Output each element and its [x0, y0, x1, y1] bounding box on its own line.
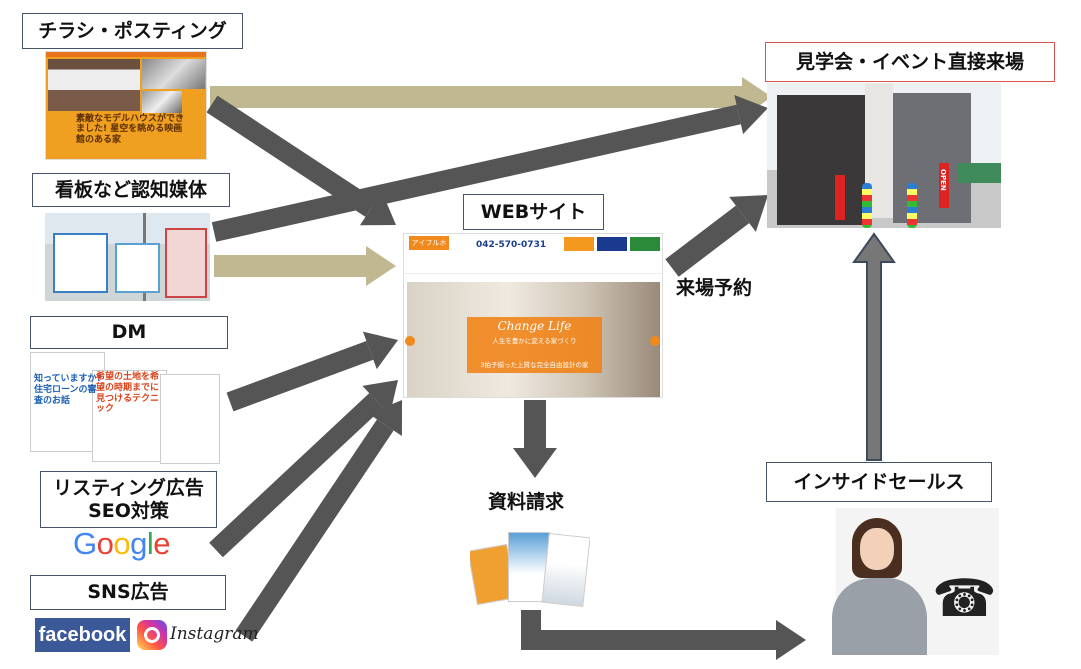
- instagram-logo-text: Instagram: [170, 624, 259, 644]
- arrow-inside-sales-to-visit: [852, 232, 896, 461]
- hero-title: Change Life: [497, 319, 572, 333]
- label-text: WEBサイト: [480, 200, 587, 223]
- flyer-headline: 素敵なモデルハウスができました! 星空を眺める映画館のある家: [76, 114, 185, 145]
- arrow-flyer-to-visit: [210, 77, 772, 117]
- hero-banner: Change Life 人生を豊かに変える家づくり 3拍子揃った上質な完全自由設…: [467, 317, 602, 373]
- label-sns: SNS広告: [30, 575, 226, 610]
- flyer-image: 素敵なモデルハウスができました! 星空を眺める映画館のある家: [45, 51, 207, 160]
- label-text: 見学会・イベント直接来場: [795, 50, 1024, 73]
- website-phone: 042-570-0731: [476, 240, 547, 250]
- arrow-website-to-visit: [665, 195, 768, 277]
- label-listing-seo: リスティング広告 SEO対策: [40, 471, 217, 528]
- google-logo-letter: G: [73, 526, 97, 561]
- google-logo-letter: e: [153, 526, 171, 561]
- label-text: チラシ・ポスティング: [38, 19, 227, 42]
- carousel-next-icon: [650, 336, 660, 346]
- hero-subtitle: 人生を豊かに変える家づくり: [492, 337, 577, 345]
- telephone-icon: ☎: [932, 569, 997, 629]
- label-text: インサイドセールス: [793, 470, 965, 493]
- label-inside-sales: インサイドセールス: [766, 462, 992, 502]
- arrow-flyer-to-website: [206, 95, 396, 226]
- website-header-button: [630, 237, 660, 251]
- label-signboard: 看板など認知媒体: [32, 173, 230, 207]
- website-header-button: [597, 237, 627, 251]
- label-dm: DM: [30, 316, 228, 349]
- website-screenshot: アイフルホーム 042-570-0731 Change Life 人生を豊かに変…: [403, 233, 663, 398]
- google-logo-letter: l: [146, 526, 154, 561]
- label-text: 看板など認知媒体: [54, 178, 207, 201]
- carousel-prev-icon: [405, 336, 415, 346]
- website-logo: アイフルホーム: [409, 236, 449, 261]
- instagram-icon: [137, 620, 167, 650]
- google-logo-letter: o: [96, 526, 114, 561]
- open-flag-text: OPEN: [939, 169, 947, 191]
- signboard-image: [45, 213, 210, 301]
- label-text-line2: SEO対策: [88, 499, 169, 522]
- model-house-photo: OPEN: [767, 83, 1001, 228]
- brochures-image: [470, 527, 590, 612]
- visit-reservation-label: 来場予約: [676, 277, 753, 299]
- arrow-signboard-to-website: [214, 246, 396, 286]
- website-header-button: [564, 237, 594, 251]
- facebook-logo: facebook: [35, 618, 130, 652]
- arrow-dm-to-website: [226, 331, 398, 412]
- label-website: WEBサイト: [463, 194, 604, 230]
- facebook-logo-text: facebook: [38, 623, 127, 646]
- dm-text-1: 知っていますか? 住宅ローンの審査のお話: [34, 374, 102, 406]
- arrow-document-to-inside-sales: [521, 610, 806, 660]
- google-logo-letter: o: [113, 526, 131, 561]
- arrow-signboard-to-visit: [211, 95, 768, 242]
- dm-text-2: 希望の土地を希望の時期までに見つけるテクニック: [96, 372, 160, 415]
- arrow-website-to-document-request: [513, 400, 557, 478]
- label-flyer-posting: チラシ・ポスティング: [22, 13, 243, 49]
- hero-caption: 3拍子揃った上質な完全自由設計の家: [480, 361, 589, 369]
- dm-image: 知っていますか? 住宅ローンの審査のお話 希望の土地を希望の時期までに見つけるテ…: [30, 352, 222, 465]
- google-logo-letter: g: [130, 526, 147, 561]
- inside-sales-photo: ☎: [827, 508, 999, 655]
- label-text: DM: [111, 321, 147, 344]
- label-text: SNS広告: [87, 581, 169, 604]
- document-request-label: 資料請求: [488, 491, 565, 513]
- label-text-line1: リスティング広告: [53, 476, 204, 499]
- google-logo: Google: [73, 526, 171, 562]
- arrow-sns-to-website: [235, 400, 402, 642]
- label-direct-visit: 見学会・イベント直接来場: [765, 42, 1055, 82]
